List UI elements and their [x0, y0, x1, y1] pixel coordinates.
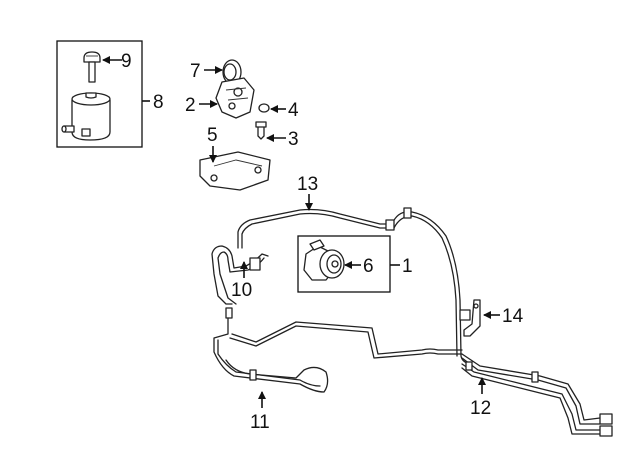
pump-mount-group: 7 2 4 3 — [185, 59, 299, 150]
clamp-part — [463, 299, 481, 337]
callout-1-label: 1 — [402, 256, 413, 277]
pump-bracket-group: 5 — [199, 125, 271, 191]
return-line-part — [213, 317, 329, 393]
callout-6-label: 6 — [363, 256, 374, 277]
return-line-group: 11 — [213, 317, 463, 433]
reservoir-group: 9 8 — [56, 40, 164, 148]
reservoir-inset-box — [56, 40, 143, 148]
clamp-group: 14 — [459, 299, 524, 337]
return-hose-group: 10 — [211, 245, 269, 319]
callout-4-label: 4 — [288, 100, 299, 121]
mount-bracket-part — [215, 77, 255, 119]
callout-7-label: 7 — [190, 61, 201, 82]
callout-5-label: 5 — [207, 125, 218, 146]
callout-2-label: 2 — [185, 95, 196, 116]
reservoir-cap-part — [83, 51, 101, 83]
pump-bracket-part — [199, 151, 271, 191]
cooler-line-part — [461, 353, 601, 421]
callout-10-label: 10 — [231, 280, 252, 301]
callout-3-label: 3 — [288, 129, 299, 150]
reservoir-body-part — [61, 92, 111, 141]
callout-9-label: 9 — [121, 51, 132, 72]
callout-14-label: 14 — [502, 306, 524, 327]
pump-inset-box — [297, 235, 391, 293]
pump-group: 6 1 — [297, 235, 413, 293]
pressure-hose-part — [237, 208, 471, 365]
bolt-part — [255, 121, 267, 140]
callout-11-label: 11 — [250, 412, 270, 433]
power-steering-pump-part — [303, 239, 345, 281]
callout-8-label: 8 — [153, 92, 164, 113]
pressure-hose-group: 13 — [237, 174, 471, 365]
cooler-line-group: 12 — [461, 353, 613, 437]
nut-part — [258, 103, 270, 113]
callout-13-label: 13 — [297, 174, 318, 195]
callout-12-label: 12 — [470, 398, 491, 419]
